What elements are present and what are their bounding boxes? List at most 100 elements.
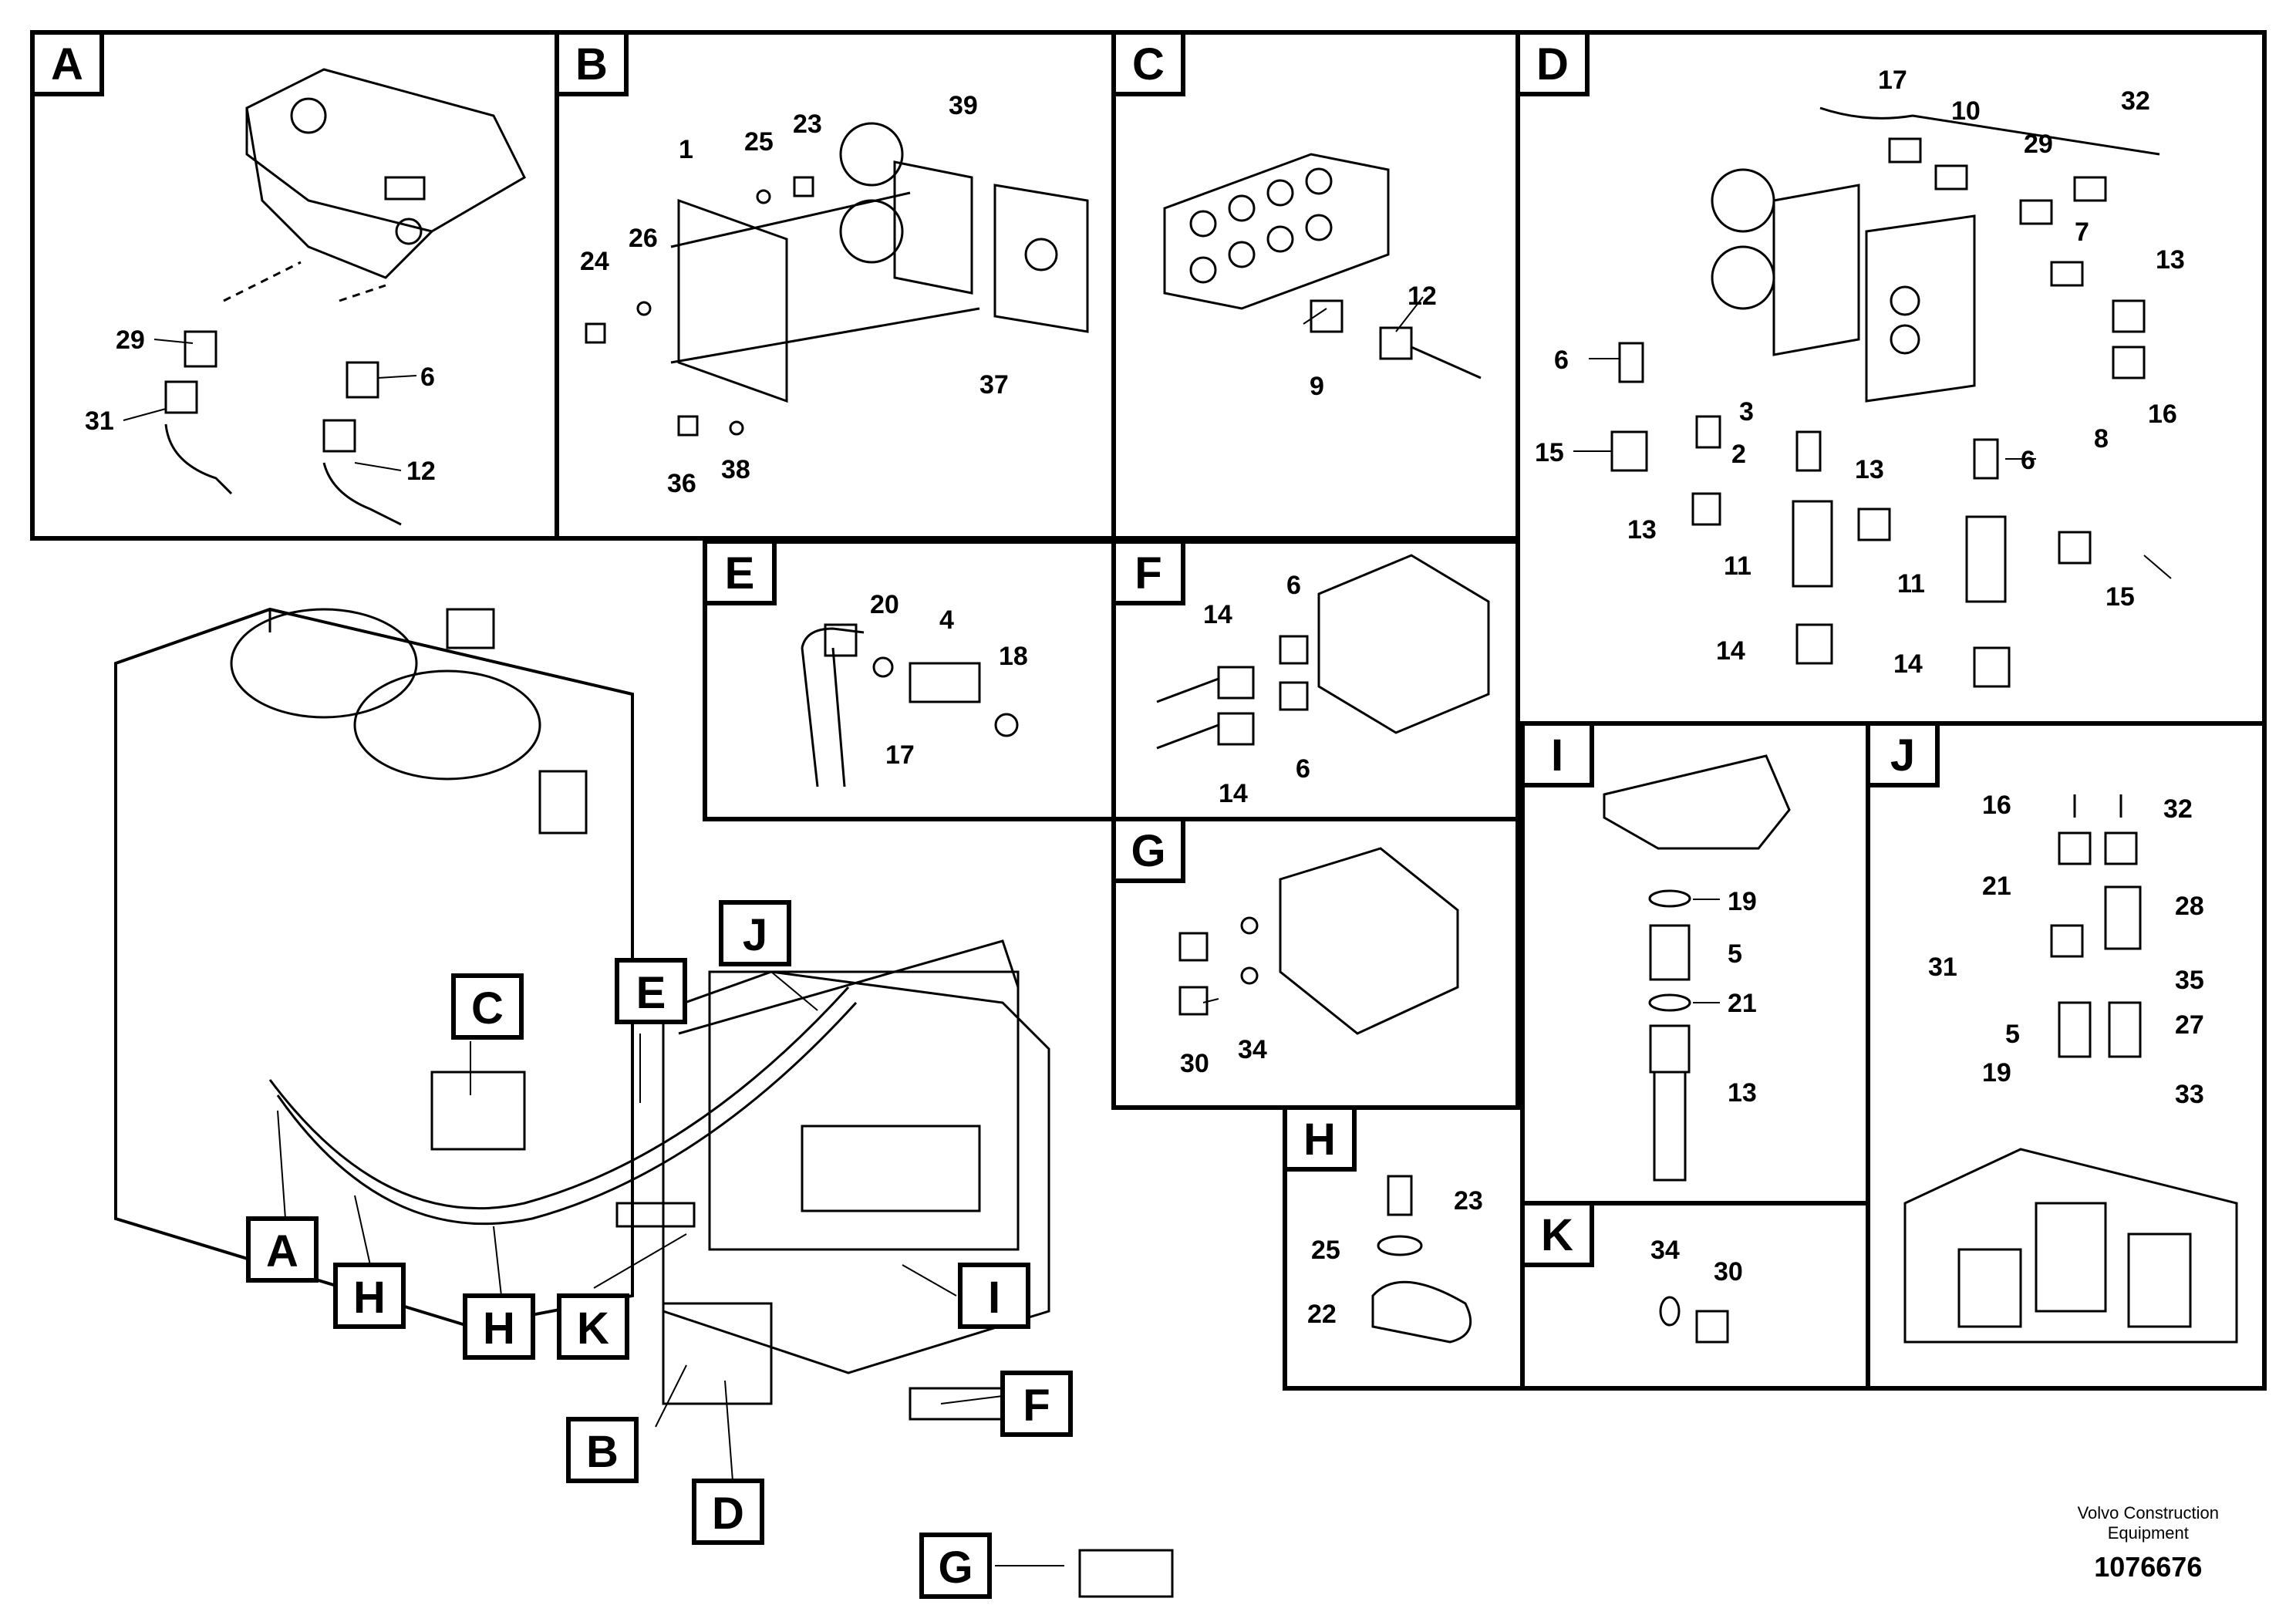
part-label: 23 (1454, 1186, 1483, 1216)
footer: Volvo Construction Equipment 1076676 (2078, 1503, 2219, 1583)
panel-letter-a: A (51, 39, 83, 89)
part-label: 5 (1728, 939, 1742, 969)
part-label: 14 (1219, 779, 1248, 808)
panel-j (1866, 721, 2267, 1391)
callout-h: H (353, 1273, 386, 1323)
company-name-line2: Equipment (2107, 1523, 2189, 1543)
panel-letter-g: G (1131, 826, 1165, 876)
part-label: 19 (1982, 1058, 2011, 1088)
part-label: 31 (85, 406, 114, 436)
part-label: 13 (2156, 245, 2185, 275)
part-label: 27 (2175, 1010, 2204, 1040)
panel-b (555, 30, 1116, 541)
part-label: 18 (999, 642, 1028, 671)
part-label: 17 (1878, 66, 1907, 95)
overview-machine (114, 607, 1174, 1598)
part-label: 7 (2075, 218, 2089, 247)
part-label: 33 (2175, 1080, 2204, 1109)
part-label: 4 (939, 605, 954, 635)
detail-leaders (123, 296, 2172, 1003)
part-label: 6 (2021, 446, 2035, 475)
callout-d: D (712, 1489, 744, 1539)
callout-k: K (577, 1303, 609, 1354)
part-label: 23 (793, 110, 822, 139)
part-label: 8 (2094, 424, 2109, 454)
part-label: 16 (2148, 400, 2177, 429)
part-label: 6 (1554, 346, 1569, 375)
part-label: 37 (979, 370, 1009, 400)
part-label: 31 (1928, 953, 1957, 982)
part-label: 32 (2121, 86, 2150, 116)
part-label: 13 (1855, 455, 1884, 484)
callout-j: J (743, 910, 767, 960)
part-label: 6 (1286, 571, 1301, 600)
part-labels: 29 31 6 12 1 25 23 39 26 24 37 36 38 12 … (85, 66, 2204, 1329)
part-label: 22 (1307, 1300, 1337, 1329)
part-label: 34 (1650, 1236, 1680, 1265)
part-label: 21 (1728, 989, 1757, 1018)
panel-letter-i: I (1551, 730, 1563, 781)
part-label: 19 (1728, 887, 1757, 916)
part-label: 13 (1728, 1078, 1757, 1108)
part-label: 14 (1716, 636, 1745, 666)
part-label: 29 (116, 325, 145, 355)
panel-letter-b: B (575, 39, 608, 89)
part-label: 24 (580, 247, 609, 276)
callout-c: C (471, 983, 504, 1034)
part-label: 25 (1311, 1236, 1340, 1265)
part-label: 11 (1897, 569, 1925, 599)
part-label: 25 (744, 127, 774, 157)
part-label: 6 (1296, 754, 1310, 784)
panel-letter-k: K (1541, 1210, 1573, 1260)
drawing-number: 1076676 (2094, 1551, 2203, 1583)
part-label: 5 (2005, 1020, 2020, 1049)
panel-letter-e: E (725, 548, 755, 599)
part-label: 20 (870, 590, 899, 619)
part-label: 16 (1982, 791, 2011, 820)
callout-f: F (1023, 1381, 1050, 1431)
part-label: 1 (679, 135, 693, 164)
part-label: 32 (2163, 794, 2193, 824)
panel-i (1520, 721, 1870, 1206)
panel-letter-j: J (1890, 730, 1915, 781)
part-label: 14 (1893, 649, 1923, 679)
callout-i: I (988, 1273, 1000, 1323)
panel-letter-h: H (1303, 1114, 1336, 1165)
callout-b: B (586, 1427, 619, 1477)
part-label: 17 (885, 740, 915, 770)
callout-g: G (938, 1543, 973, 1593)
part-label: 28 (2175, 892, 2204, 921)
part-label: 39 (949, 91, 978, 120)
part-label: 2 (1731, 440, 1746, 469)
overview-callouts: A H H K B D C E J I F G (246, 900, 1073, 1599)
callout-h: H (483, 1303, 515, 1354)
part-label: 14 (1203, 600, 1232, 629)
panel-letters: A B C D E F G H I J K (30, 30, 1940, 1267)
panel-letter-d: D (1536, 39, 1569, 89)
part-label: 36 (667, 469, 696, 498)
panel-c (1111, 30, 1520, 541)
part-label: 29 (2024, 130, 2053, 159)
part-label: 15 (1535, 438, 1564, 467)
panel-a (30, 30, 559, 541)
callout-e: E (636, 968, 666, 1018)
part-label: 9 (1310, 372, 1324, 401)
panel-letter-c: C (1132, 39, 1165, 89)
part-label: 13 (1627, 515, 1657, 545)
part-label: 34 (1238, 1035, 1267, 1064)
part-label: 3 (1739, 397, 1754, 427)
part-label: 6 (420, 363, 435, 392)
part-label: 12 (406, 457, 436, 486)
part-label: 15 (2106, 582, 2135, 612)
part-label: 30 (1180, 1049, 1209, 1078)
part-label: 10 (1951, 96, 1981, 126)
panel-letter-f: F (1135, 548, 1161, 599)
company-name-line1: Volvo Construction (2077, 1503, 2219, 1523)
part-label: 21 (1982, 872, 2011, 901)
part-label: 38 (721, 455, 750, 484)
part-label: 11 (1724, 551, 1752, 581)
part-label: 12 (1408, 282, 1437, 311)
part-label: 30 (1714, 1257, 1743, 1286)
panel-d (1515, 30, 2267, 726)
callout-a: A (266, 1226, 298, 1276)
